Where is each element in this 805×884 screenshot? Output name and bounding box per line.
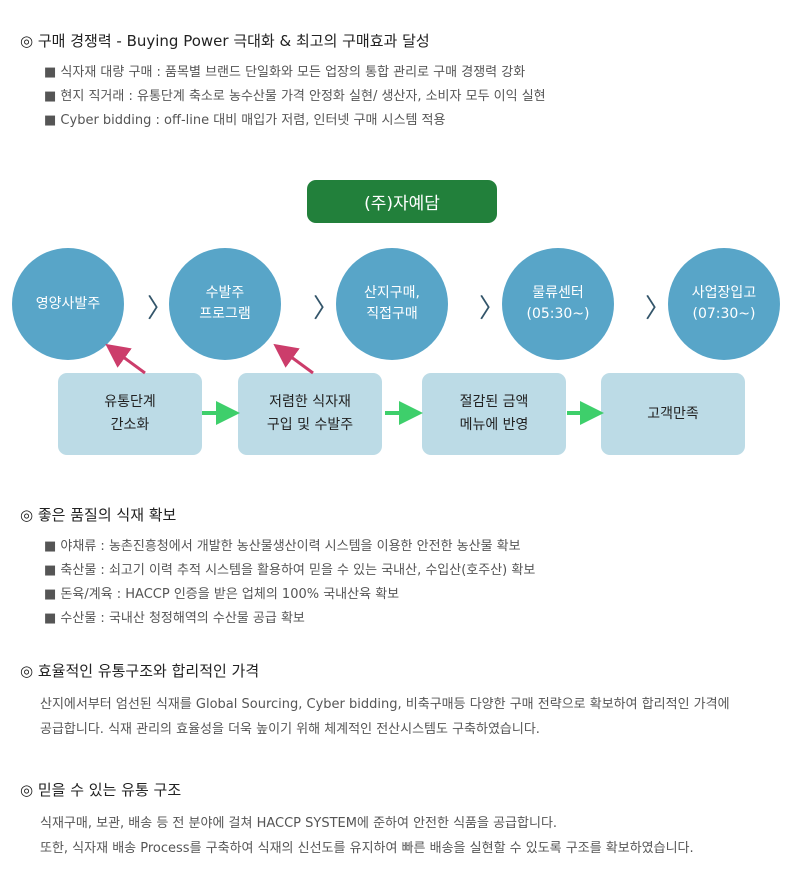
list-item: 돈육/계육 : HACCP 인증을 받은 업체의 100% 국내산육 확보 bbox=[44, 583, 535, 607]
step-label: (07:30~) bbox=[692, 306, 756, 322]
step-label: 영양사발주 bbox=[35, 295, 101, 312]
section4-title: ◎ 믿을 수 있는 유통 구조 bbox=[20, 781, 182, 799]
benefit-label: 메뉴에 반영 bbox=[459, 417, 529, 433]
chevron-right-icon: 〉 bbox=[147, 294, 174, 324]
benefit-label: 저렴한 식자재 bbox=[269, 394, 351, 410]
paragraph-line: 식재구매, 보관, 배송 등 전 분야에 걸쳐 HACCP SYSTEM에 준하… bbox=[40, 816, 558, 831]
step-label: 산지구매, bbox=[364, 285, 420, 301]
list-item: 현지 직거래 : 유통단계 축소로 농수산물 가격 안정화 실현/ 생산자, 소… bbox=[44, 85, 545, 109]
benefit-label: 구입 및 수발주 bbox=[266, 417, 354, 433]
paragraph-line: 산지에서부터 엄선된 식재를 Global Sourcing, Cyber bi… bbox=[40, 697, 730, 712]
list-item: 축산물 : 쇠고기 이력 추적 시스템을 활용하여 믿을 수 있는 국내산, 수… bbox=[44, 559, 535, 583]
section2-title: ◎ 좋은 품질의 식재 확보 bbox=[20, 506, 177, 524]
list-item: Cyber bidding : off-line 대비 매입가 저렴, 인터넷 … bbox=[44, 109, 546, 133]
step-label: 수발주 bbox=[205, 285, 245, 301]
paragraph-line: 공급합니다. 식재 관리의 효율성을 더욱 높이기 위해 체계적인 전산시스템도… bbox=[40, 722, 540, 737]
pink-arrow-icon bbox=[105, 343, 146, 375]
benefit-label: 절감된 금액 bbox=[459, 394, 529, 410]
step-circle: 사업장입고 (07:30~) bbox=[668, 248, 780, 360]
section4-text: 식재구매, 보관, 배송 등 전 분야에 걸쳐 HACCP SYSTEM에 준하… bbox=[40, 811, 790, 861]
section1-title: ◎ 구매 경쟁력 - Buying Power 극대화 & 최고의 구매효과 달… bbox=[20, 32, 430, 50]
step-circle: 산지구매, 직접구매 bbox=[336, 248, 448, 360]
section3-title: ◎ 효율적인 유통구조와 합리적인 가격 bbox=[20, 662, 260, 680]
pink-arrow-icon bbox=[273, 343, 314, 375]
step-circle: 영양사발주 bbox=[12, 248, 124, 360]
step-label: 직접구매 bbox=[366, 306, 418, 322]
chevron-right-icon: 〉 bbox=[645, 294, 672, 324]
section3-text: 산지에서부터 엄선된 식재를 Global Sourcing, Cyber bi… bbox=[40, 692, 790, 742]
step-label: (05:30~) bbox=[526, 306, 590, 322]
step-label: 사업장입고 bbox=[691, 285, 757, 301]
benefit-label: 유통단계 bbox=[104, 394, 156, 410]
list-item: 식자재 대량 구매 : 품목별 브랜드 단일화와 모든 업장의 통합 관리로 구… bbox=[44, 61, 546, 85]
company-badge: (주)자예담 bbox=[307, 180, 497, 223]
chevron-right-icon: 〉 bbox=[479, 294, 506, 324]
benefit-label: 고객만족 bbox=[647, 405, 699, 422]
step-label: 물류센터 bbox=[532, 285, 584, 301]
list-item: 야채류 : 농촌진흥청에서 개발한 농산물생산이력 시스템을 이용한 안전한 농… bbox=[44, 535, 535, 559]
benefit-box: 고객만족 bbox=[601, 373, 745, 455]
benefit-label: 간소화 bbox=[110, 417, 150, 433]
step-label: 프로그램 bbox=[199, 306, 251, 322]
section1-list: 식자재 대량 구매 : 품목별 브랜드 단일화와 모든 업장의 통합 관리로 구… bbox=[44, 61, 546, 133]
chevron-right-icon: 〉 bbox=[313, 294, 340, 324]
paragraph-line: 또한, 식자재 배송 Process를 구축하여 식재의 신선도를 유지하여 빠… bbox=[40, 841, 694, 856]
list-item: 수산물 : 국내산 청정해역의 수산물 공급 확보 bbox=[44, 607, 535, 631]
step-circle: 물류센터 (05:30~) bbox=[502, 248, 614, 360]
section2-list: 야채류 : 농촌진흥청에서 개발한 농산물생산이력 시스템을 이용한 안전한 농… bbox=[44, 535, 535, 631]
